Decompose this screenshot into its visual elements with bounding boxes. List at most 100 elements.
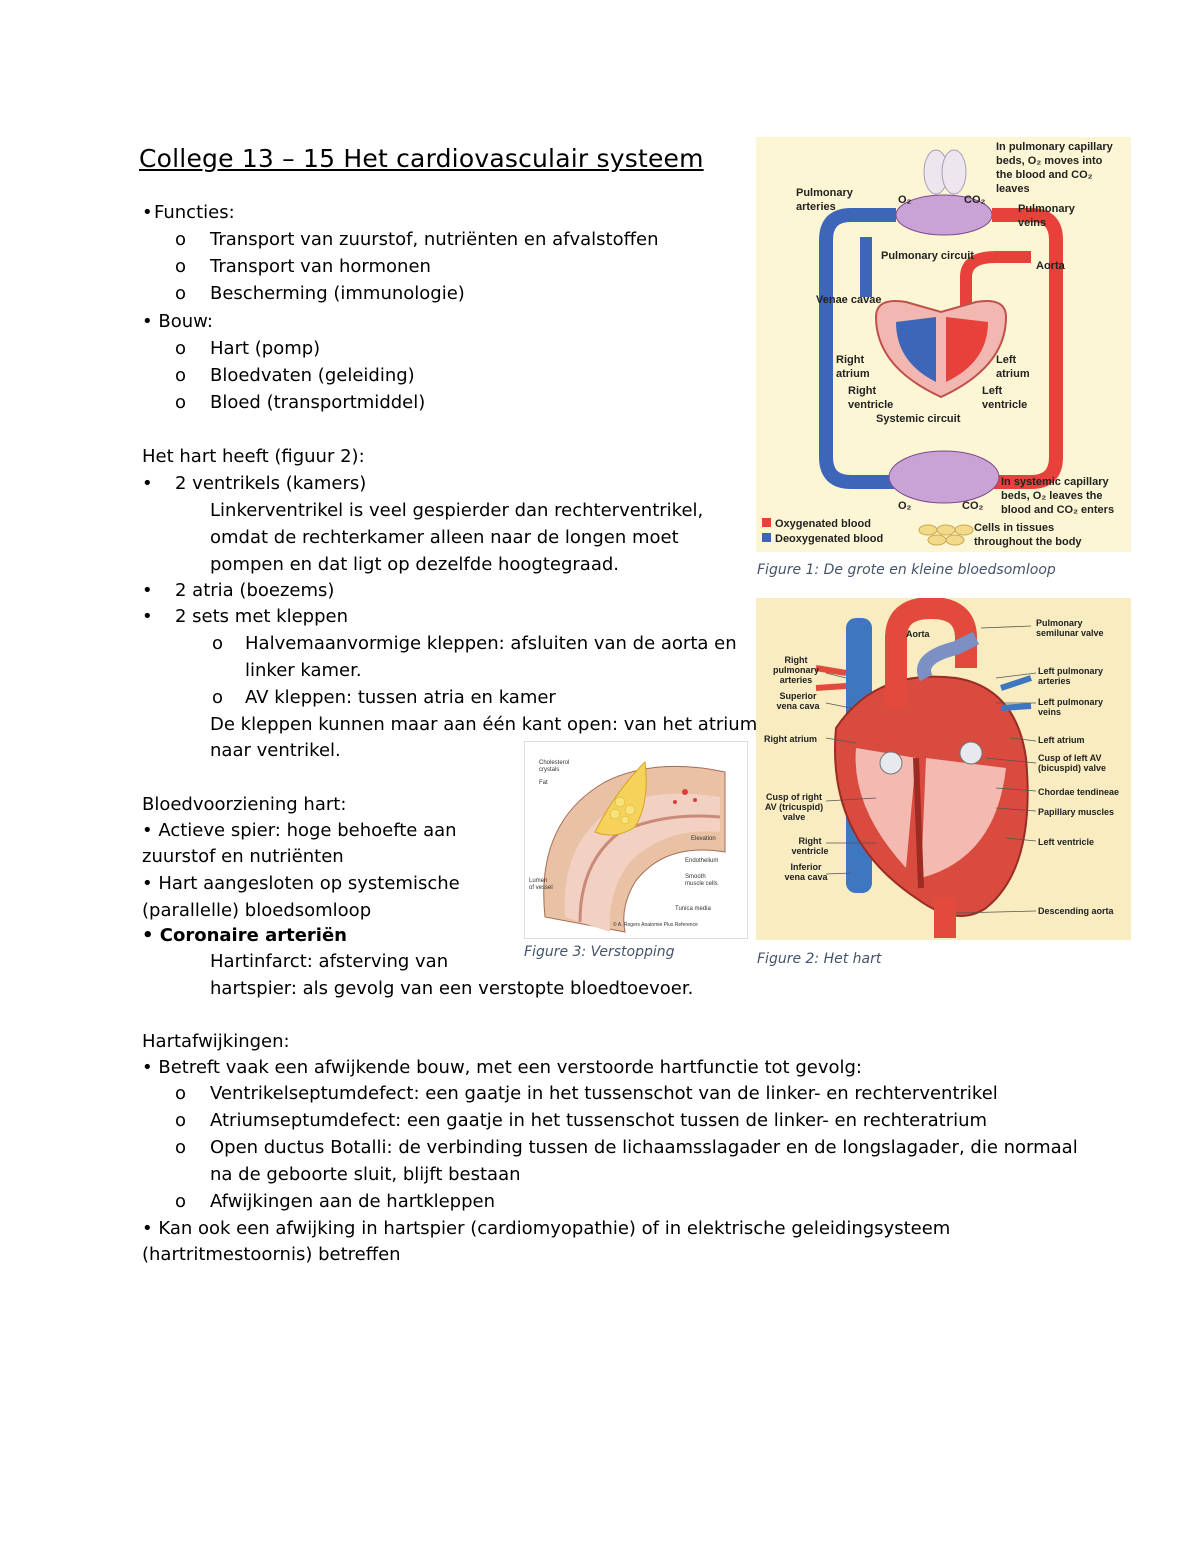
kleppen-item-1a: Halvemaanvormige kleppen: afsluiten van …	[245, 633, 737, 654]
bloed-line-4: (parallelle) bloedsomloop	[142, 900, 372, 921]
fig2-chordae: Chordae tendineae	[1038, 787, 1119, 797]
fig3-fat: Fat	[539, 780, 548, 786]
fig1-sys-cap-2: beds, O₂ leaves the	[1001, 490, 1103, 502]
fig1-left-atrium-2: atrium	[996, 368, 1030, 380]
bullet-dot: •	[142, 199, 156, 226]
fig2-superior-vc-2: vena cava	[776, 701, 820, 711]
sub-bullet: o	[175, 365, 187, 386]
fig2-right-ventricle-2: ventricle	[791, 846, 828, 856]
bullet-dot: •	[142, 580, 153, 601]
figure-3-caption: Figure 3: Verstopping	[524, 944, 675, 960]
kleppen-note-2: naar ventrikel.	[210, 740, 341, 761]
afwijkingen-intro: • Betreft vaak een afwijkende bouw, met …	[142, 1057, 862, 1078]
fig1-right-ventricle-2: ventricle	[848, 399, 893, 411]
figure-2-heart: Aorta Pulmonary semilunar valve Left pul…	[756, 598, 1131, 940]
fig2-cusp-right-av-1: Cusp of right	[766, 792, 822, 802]
hart-atria: 2 atria (boezems)	[175, 580, 335, 601]
kleppen-note-1: De kleppen kunnen maar aan één kant open…	[210, 714, 758, 735]
fig2-right-ventricle-1: Right	[799, 836, 822, 846]
fig2-pulm-valve-1: Pulmonary	[1036, 618, 1083, 628]
afwijkingen-outro-1: • Kan ook een afwijking in hartspier (ca…	[142, 1218, 951, 1239]
figure-3-artery: Cholesterol crystals Fat Elevation Endot…	[524, 741, 748, 939]
fig2-right-atrium: Right atrium	[764, 734, 817, 744]
sub-bullet: o	[175, 1137, 187, 1158]
bloed-line-3: • Hart aangesloten op systemische	[142, 873, 460, 894]
fig2-aorta: Aorta	[906, 629, 930, 639]
fig3-elevation: Elevation	[691, 836, 716, 842]
fig1-pulm-veins-2: veins	[1018, 217, 1046, 229]
afwijkingen-heading: Hartafwijkingen:	[142, 1031, 290, 1052]
fig1-o2-bottom: O₂	[898, 500, 912, 512]
fig2-right-pulm-arteries-3: arteries	[780, 675, 813, 685]
bullet-dot: •	[142, 473, 153, 494]
legend-swatch-deoxygenated	[762, 533, 771, 542]
hart-heading: Het hart heeft (figuur 2):	[142, 446, 365, 467]
fig3-endothelium: Endothelium	[685, 858, 718, 864]
bloed-line-1: • Actieve spier: hoge behoefte aan	[142, 820, 457, 841]
bouw-item-3: Bloed (transportmiddel)	[210, 392, 426, 413]
bloed-line-2: zuurstof en nutriënten	[142, 846, 344, 867]
sub-bullet: o	[175, 392, 187, 413]
functies-item-1: Transport van zuurstof, nutriënten en af…	[210, 229, 659, 250]
legend-swatch-oxygenated	[762, 518, 771, 527]
bouw-label: Bouw:	[158, 311, 213, 332]
fig2-cusp-left-av-1: Cusp of left AV	[1038, 753, 1102, 763]
bouw-item-2: Bloedvaten (geleiding)	[210, 365, 415, 386]
fig2-cusp-right-av-3: valve	[783, 812, 806, 822]
bloed-heading: Bloedvoorziening hart:	[142, 794, 347, 815]
fig3-lumen-2: of vessel	[529, 885, 553, 891]
functies-label-text: Functies:	[154, 202, 235, 223]
ventrikels-note-1: Linkerventrikel is veel gespierder dan r…	[210, 500, 704, 521]
fig1-left-ventricle-2: ventricle	[982, 399, 1027, 411]
fig1-legend-oxygenated: Oxygenated blood	[775, 518, 871, 530]
sub-bullet: o	[175, 229, 187, 250]
fig3-credit: © A. Rogers Anatomie Plus Reference	[613, 921, 698, 928]
fig1-pulm-cap-3: the blood and CO₂	[996, 169, 1093, 181]
sub-bullet: o	[175, 256, 187, 277]
fig2-left-atrium: Left atrium	[1038, 735, 1085, 745]
afwijking-2: Atriumseptumdefect: een gaatje in het tu…	[210, 1110, 988, 1131]
fig2-left-pulm-arteries-2: arteries	[1038, 676, 1071, 686]
fig1-aorta: Aorta	[1036, 260, 1066, 272]
fig3-smooth-muscle-1: Smooth	[685, 874, 706, 880]
bouw-heading: • Bouw:	[142, 308, 312, 335]
fig2-left-pulm-veins-1: Left pulmonary	[1038, 697, 1103, 707]
fig2-left-pulm-arteries-1: Left pulmonary	[1038, 666, 1103, 676]
bouw-item-1: Hart (pomp)	[210, 338, 321, 359]
fig1-sys-cap-3: blood and CO₂ enters	[1001, 504, 1114, 516]
kleppen-item-1b: linker kamer.	[245, 660, 362, 681]
fig2-right-pulm-arteries-1: Right	[785, 655, 808, 665]
sub-bullet: o	[175, 338, 187, 359]
fig2-papillary: Papillary muscles	[1038, 807, 1114, 817]
fig1-co2-bottom: CO₂	[962, 500, 984, 512]
fig3-smooth-muscle-2: muscle cells	[685, 881, 718, 887]
fig1-left-atrium-1: Left	[996, 354, 1017, 366]
fig2-left-pulm-veins-2: veins	[1038, 707, 1061, 717]
bloed-line-5: • Coronaire arteriën	[142, 925, 347, 946]
fig1-right-atrium-2: atrium	[836, 368, 870, 380]
afwijkingen-outro-2: (hartritmestoornis) betreffen	[142, 1244, 401, 1265]
fig1-sys-cap-1: In systemic capillary	[1001, 476, 1109, 488]
fig2-descending-aorta: Descending aorta	[1038, 906, 1115, 916]
fig2-right-pulm-arteries-2: pulmonary	[773, 665, 819, 675]
fig2-pulm-valve-2: semilunar valve	[1036, 628, 1104, 638]
afwijking-3a: Open ductus Botalli: de verbinding tusse…	[210, 1137, 1078, 1158]
ventrikels-note-3: pompen en dat ligt op dezelfde hoogtegra…	[210, 554, 620, 575]
fig1-venae-cavae: Venae cavae	[816, 294, 881, 306]
fig1-right-ventricle-1: Right	[848, 385, 876, 397]
fig1-o2-top: O₂	[898, 194, 912, 206]
fig1-pulm-veins-1: Pulmonary	[1018, 203, 1076, 215]
fig1-cells-2: throughout the body	[974, 536, 1082, 548]
fig3-cholesterol-2: crystals	[539, 767, 559, 773]
sub-bullet: o	[212, 687, 224, 708]
fig2-inferior-vc-2: vena cava	[784, 872, 828, 882]
hart-kleppen: 2 sets met kleppen	[175, 606, 349, 627]
fig1-pulm-cap-1: In pulmonary capillary	[996, 141, 1114, 153]
figure-1-circulation: Pulmonary circuit Systemic circuit O₂ CO…	[756, 137, 1131, 552]
fig2-superior-vc-1: Superior	[779, 691, 817, 701]
infarct-2: hartspier: als gevolg van een verstopte …	[210, 978, 694, 999]
infarct-1: Hartinfarct: afsterving van	[210, 951, 449, 972]
bullet-dot: •	[142, 606, 153, 627]
fig3-cholesterol-1: Cholesterol	[539, 760, 569, 766]
fig1-left-ventricle-1: Left	[982, 385, 1003, 397]
